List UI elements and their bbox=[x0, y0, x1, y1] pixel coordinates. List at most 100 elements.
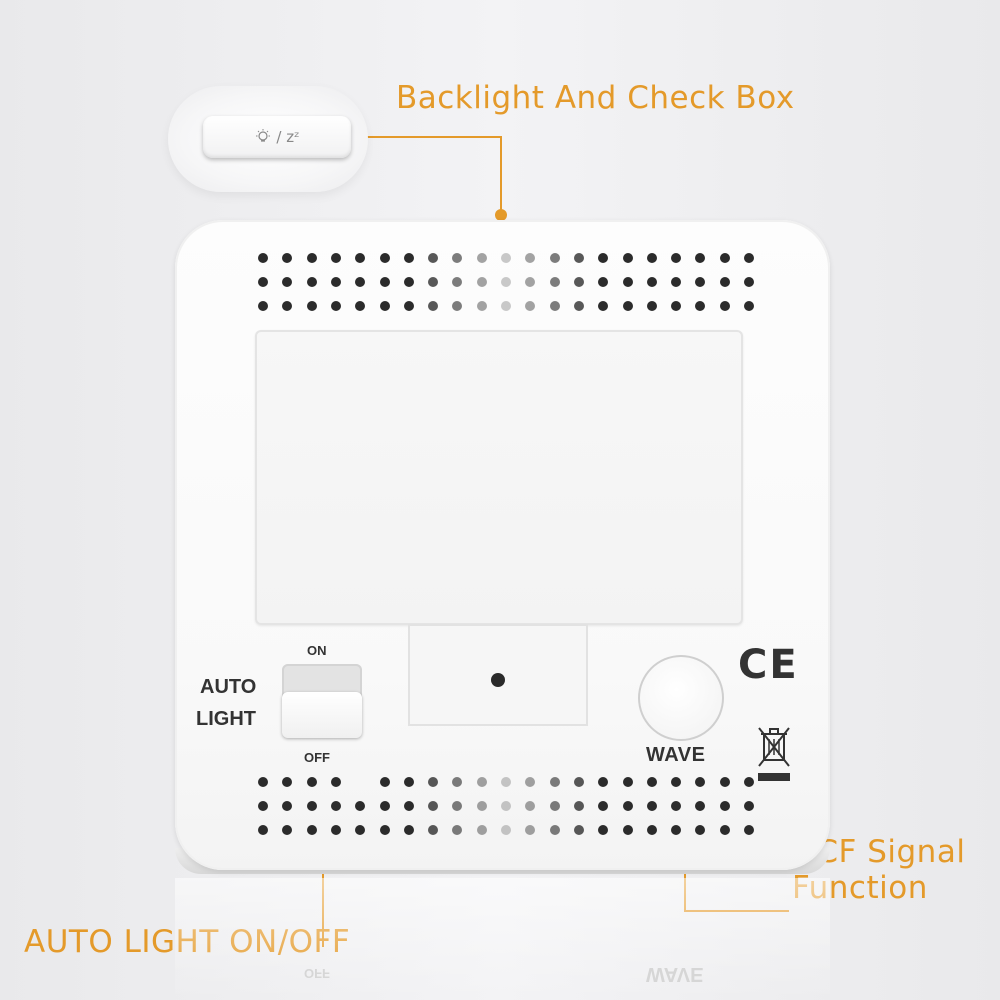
speaker-hole bbox=[501, 777, 511, 787]
speaker-hole bbox=[573, 301, 584, 311]
auto-label: AUTO bbox=[200, 676, 257, 698]
speaker-hole bbox=[671, 801, 682, 811]
speaker-hole bbox=[622, 825, 633, 835]
speaker-hole bbox=[258, 277, 268, 287]
speaker-hole bbox=[476, 777, 487, 787]
speaker-hole bbox=[622, 253, 633, 263]
speaker-hole bbox=[476, 825, 487, 835]
speaker-hole bbox=[428, 301, 439, 311]
speaker-hole bbox=[598, 801, 609, 811]
backlight-callout: Backlight And Check Box bbox=[396, 80, 795, 116]
speaker-hole bbox=[646, 777, 657, 787]
speaker-hole bbox=[573, 825, 584, 835]
speaker-hole bbox=[452, 801, 463, 811]
speaker-hole bbox=[258, 801, 268, 811]
speaker-hole bbox=[671, 277, 682, 287]
speaker-hole bbox=[282, 277, 293, 287]
speaker-hole bbox=[282, 253, 293, 263]
speaker-hole bbox=[452, 301, 463, 311]
speaker-hole bbox=[379, 253, 390, 263]
speaker-hole bbox=[306, 801, 317, 811]
speaker-hole bbox=[622, 277, 633, 287]
speaker-hole bbox=[646, 277, 657, 287]
speaker-hole bbox=[355, 277, 366, 287]
speaker-hole bbox=[671, 301, 682, 311]
weee-bin-icon bbox=[758, 727, 790, 767]
speaker-hole bbox=[646, 301, 657, 311]
speaker-hole bbox=[476, 301, 487, 311]
speaker-hole bbox=[379, 277, 390, 287]
speaker-hole bbox=[282, 801, 293, 811]
wave-label: WAVE bbox=[646, 744, 706, 766]
speaker-hole bbox=[428, 825, 439, 835]
speaker-hole bbox=[452, 253, 463, 263]
speaker-hole bbox=[476, 801, 487, 811]
speaker-hole bbox=[622, 777, 633, 787]
speaker-hole bbox=[355, 301, 366, 311]
wall-hook-hole bbox=[491, 673, 505, 687]
speaker-hole bbox=[744, 301, 754, 311]
speaker-hole bbox=[549, 277, 560, 287]
speaker-hole bbox=[330, 301, 341, 311]
ce-mark: CE bbox=[738, 642, 799, 688]
speaker-hole bbox=[695, 277, 706, 287]
speaker-hole bbox=[306, 277, 317, 287]
speaker-hole bbox=[258, 777, 268, 787]
speaker-hole bbox=[719, 777, 730, 787]
speaker-hole bbox=[403, 801, 414, 811]
speaker-hole bbox=[671, 825, 682, 835]
speaker-hole bbox=[306, 777, 317, 787]
speaker-hole bbox=[379, 825, 390, 835]
wave-button[interactable] bbox=[638, 655, 724, 741]
speaker-hole bbox=[525, 801, 536, 811]
leader-top-dot bbox=[495, 209, 507, 221]
speaker-hole bbox=[282, 301, 293, 311]
speaker-hole bbox=[549, 301, 560, 311]
speaker-hole bbox=[355, 801, 366, 811]
speaker-hole bbox=[501, 253, 511, 263]
speaker-hole bbox=[549, 801, 560, 811]
speaker-hole bbox=[379, 777, 390, 787]
speaker-hole bbox=[428, 777, 439, 787]
speaker-hole bbox=[695, 777, 706, 787]
speaker-hole bbox=[379, 801, 390, 811]
speaker-hole bbox=[719, 825, 730, 835]
speaker-hole bbox=[379, 301, 390, 311]
speaker-hole bbox=[598, 277, 609, 287]
switch-off-label: OFF bbox=[304, 750, 330, 765]
speaker-hole bbox=[501, 277, 511, 287]
auto-light-switch[interactable] bbox=[282, 692, 362, 738]
bulb-icon bbox=[256, 129, 271, 142]
speaker-hole bbox=[282, 825, 293, 835]
speaker-hole bbox=[549, 253, 560, 263]
speaker-hole bbox=[744, 253, 754, 263]
speaker-hole bbox=[646, 801, 657, 811]
leader-top-horizontal bbox=[366, 136, 501, 138]
speaker-hole bbox=[330, 777, 341, 787]
speaker-hole bbox=[525, 777, 536, 787]
speaker-hole bbox=[403, 777, 414, 787]
speaker-hole bbox=[622, 801, 633, 811]
speaker-hole bbox=[306, 253, 317, 263]
speaker-hole bbox=[258, 301, 268, 311]
battery-cover bbox=[255, 330, 743, 625]
speaker-hole bbox=[501, 825, 511, 835]
speaker-hole bbox=[598, 253, 609, 263]
speaker-hole bbox=[501, 801, 511, 811]
speaker-hole bbox=[744, 825, 754, 835]
speaker-hole bbox=[403, 277, 414, 287]
speaker-hole bbox=[525, 301, 536, 311]
speaker-hole bbox=[744, 277, 754, 287]
switch-on-label: ON bbox=[307, 643, 327, 658]
speaker-hole bbox=[258, 825, 268, 835]
speaker-hole bbox=[646, 825, 657, 835]
speaker-hole bbox=[355, 253, 366, 263]
speaker-hole bbox=[525, 277, 536, 287]
speaker-hole bbox=[452, 825, 463, 835]
speaker-hole bbox=[476, 277, 487, 287]
speaker-hole bbox=[525, 253, 536, 263]
speaker-hole bbox=[573, 253, 584, 263]
speaker-hole bbox=[573, 801, 584, 811]
speaker-hole bbox=[573, 777, 584, 787]
backlight-snooze-button[interactable]: / zᶻ bbox=[203, 116, 351, 158]
